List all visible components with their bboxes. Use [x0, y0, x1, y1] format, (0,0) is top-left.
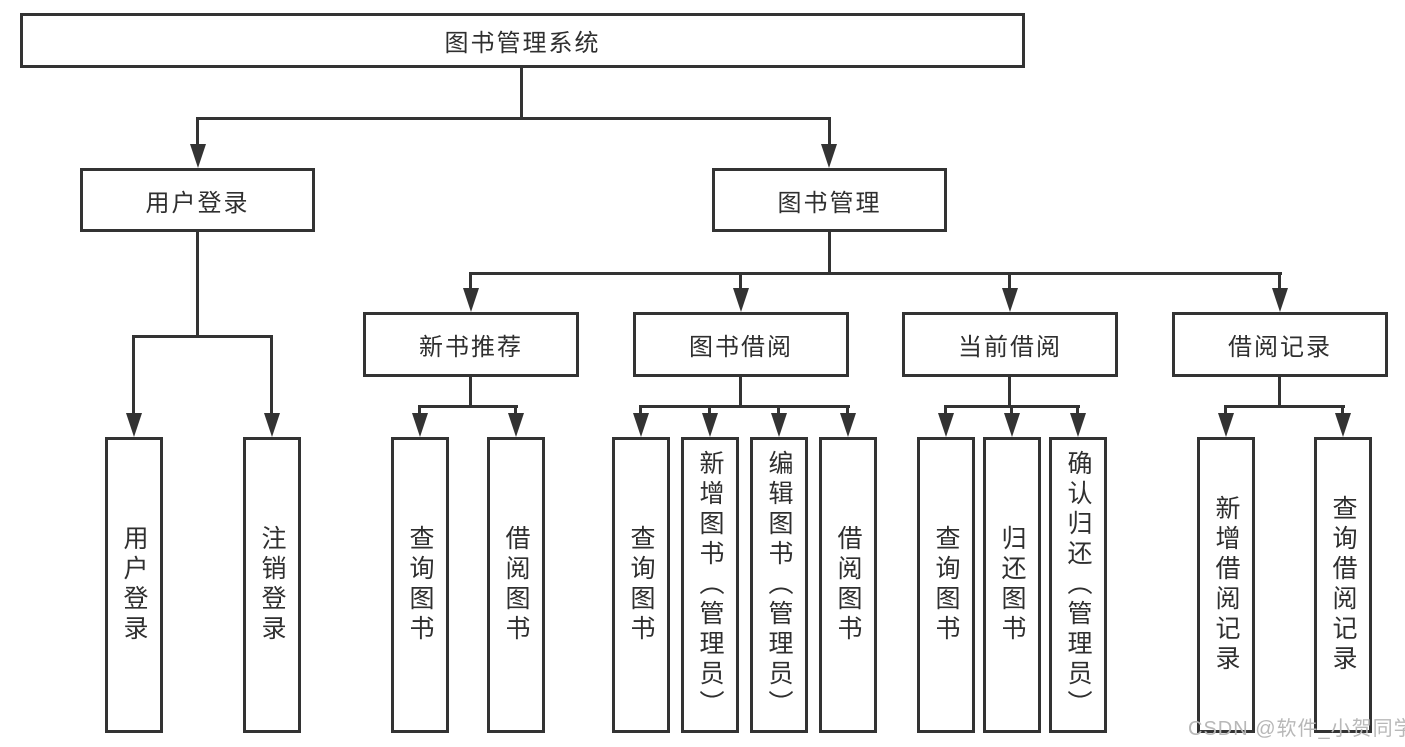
connector-level1-rail: [196, 117, 831, 120]
connector-current-borrowing-stem: [1008, 377, 1011, 408]
connector-user-login-stem: [196, 232, 199, 338]
connector-drop: [639, 405, 642, 417]
leaf-query-books-current: 查询图书: [917, 437, 975, 733]
arrow-down-icon: [702, 413, 718, 437]
arrow-down-icon: [840, 413, 856, 437]
connector-new-book-rec-stem: [469, 377, 472, 408]
connector-book-management-stem: [828, 232, 831, 275]
connector-drop: [777, 405, 780, 417]
leaf-query-books-borrowing: 查询图书: [612, 437, 670, 733]
connector-drop-user-login: [196, 117, 199, 148]
leaf-borrow-books-borrowing: 借阅图书: [819, 437, 877, 733]
connector-drop-book-borrowing: [739, 272, 742, 292]
arrow-down-icon: [771, 413, 787, 437]
connector-drop: [1010, 405, 1013, 417]
connector-user-login-rail: [132, 335, 273, 338]
node-library-management-system: 图书管理系统: [20, 13, 1025, 68]
connector-book-borrowing-stem: [739, 377, 742, 408]
arrow-down-icon: [1002, 288, 1018, 312]
leaf-query-borrow-record: 查询借阅记录: [1314, 437, 1372, 733]
arrow-down-icon: [412, 413, 428, 437]
arrow-down-icon: [1272, 288, 1288, 312]
connector-drop-current-borrowing: [1008, 272, 1011, 292]
node-new-book-recommendation: 新书推荐: [363, 312, 579, 377]
connector-level3-rail: [469, 272, 1282, 275]
arrow-down-icon: [126, 413, 142, 437]
connector-drop: [1076, 405, 1079, 417]
arrow-down-icon: [1218, 413, 1234, 437]
arrow-down-icon: [508, 413, 524, 437]
leaf-add-borrow-record: 新增借阅记录: [1197, 437, 1255, 733]
arrow-down-icon: [190, 144, 206, 168]
connector-drop-leaf-user-login: [132, 335, 135, 417]
connector-drop: [708, 405, 711, 417]
node-book-management: 图书管理: [712, 168, 947, 232]
connector-drop-leaf-logout: [270, 335, 273, 417]
node-borrowing-records: 借阅记录: [1172, 312, 1388, 377]
node-user-login: 用户登录: [80, 168, 315, 232]
arrow-down-icon: [1004, 413, 1020, 437]
arrow-down-icon: [633, 413, 649, 437]
leaf-confirm-return-admin: 确认归还（管理员）: [1049, 437, 1107, 733]
leaf-query-books-recommend: 查询图书: [391, 437, 449, 733]
connector-drop: [514, 405, 517, 417]
connector-drop-new-book-rec: [469, 272, 472, 292]
arrow-down-icon: [733, 288, 749, 312]
watermark-text: CSDN @软件_小贺同学: [1188, 718, 1405, 740]
connector-book-borrowing-rail: [639, 405, 850, 408]
leaf-logout: 注销登录: [243, 437, 301, 733]
arrow-down-icon: [821, 144, 837, 168]
arrow-down-icon: [264, 413, 280, 437]
leaf-add-books-admin: 新增图书（管理员）: [681, 437, 739, 733]
connector-drop: [846, 405, 849, 417]
connector-drop: [1341, 405, 1344, 417]
node-current-borrowing: 当前借阅: [902, 312, 1118, 377]
connector-borrowing-records-stem: [1278, 377, 1281, 408]
leaf-borrow-books-recommend: 借阅图书: [487, 437, 545, 733]
arrow-down-icon: [1335, 413, 1351, 437]
arrow-down-icon: [463, 288, 479, 312]
node-book-borrowing: 图书借阅: [633, 312, 849, 377]
connector-borrowing-records-rail: [1224, 405, 1345, 408]
connector-drop: [944, 405, 947, 417]
arrow-down-icon: [938, 413, 954, 437]
leaf-edit-books-admin: 编辑图书（管理员）: [750, 437, 808, 733]
connector-drop-borrowing-records: [1278, 272, 1281, 292]
leaf-user-login: 用户登录: [105, 437, 163, 733]
leaf-return-books: 归还图书: [983, 437, 1041, 733]
connector-drop: [1224, 405, 1227, 417]
connector-root-stem: [520, 68, 523, 120]
connector-drop: [418, 405, 421, 417]
connector-drop-book-management: [828, 117, 831, 148]
arrow-down-icon: [1070, 413, 1086, 437]
connector-new-book-rec-rail: [418, 405, 518, 408]
